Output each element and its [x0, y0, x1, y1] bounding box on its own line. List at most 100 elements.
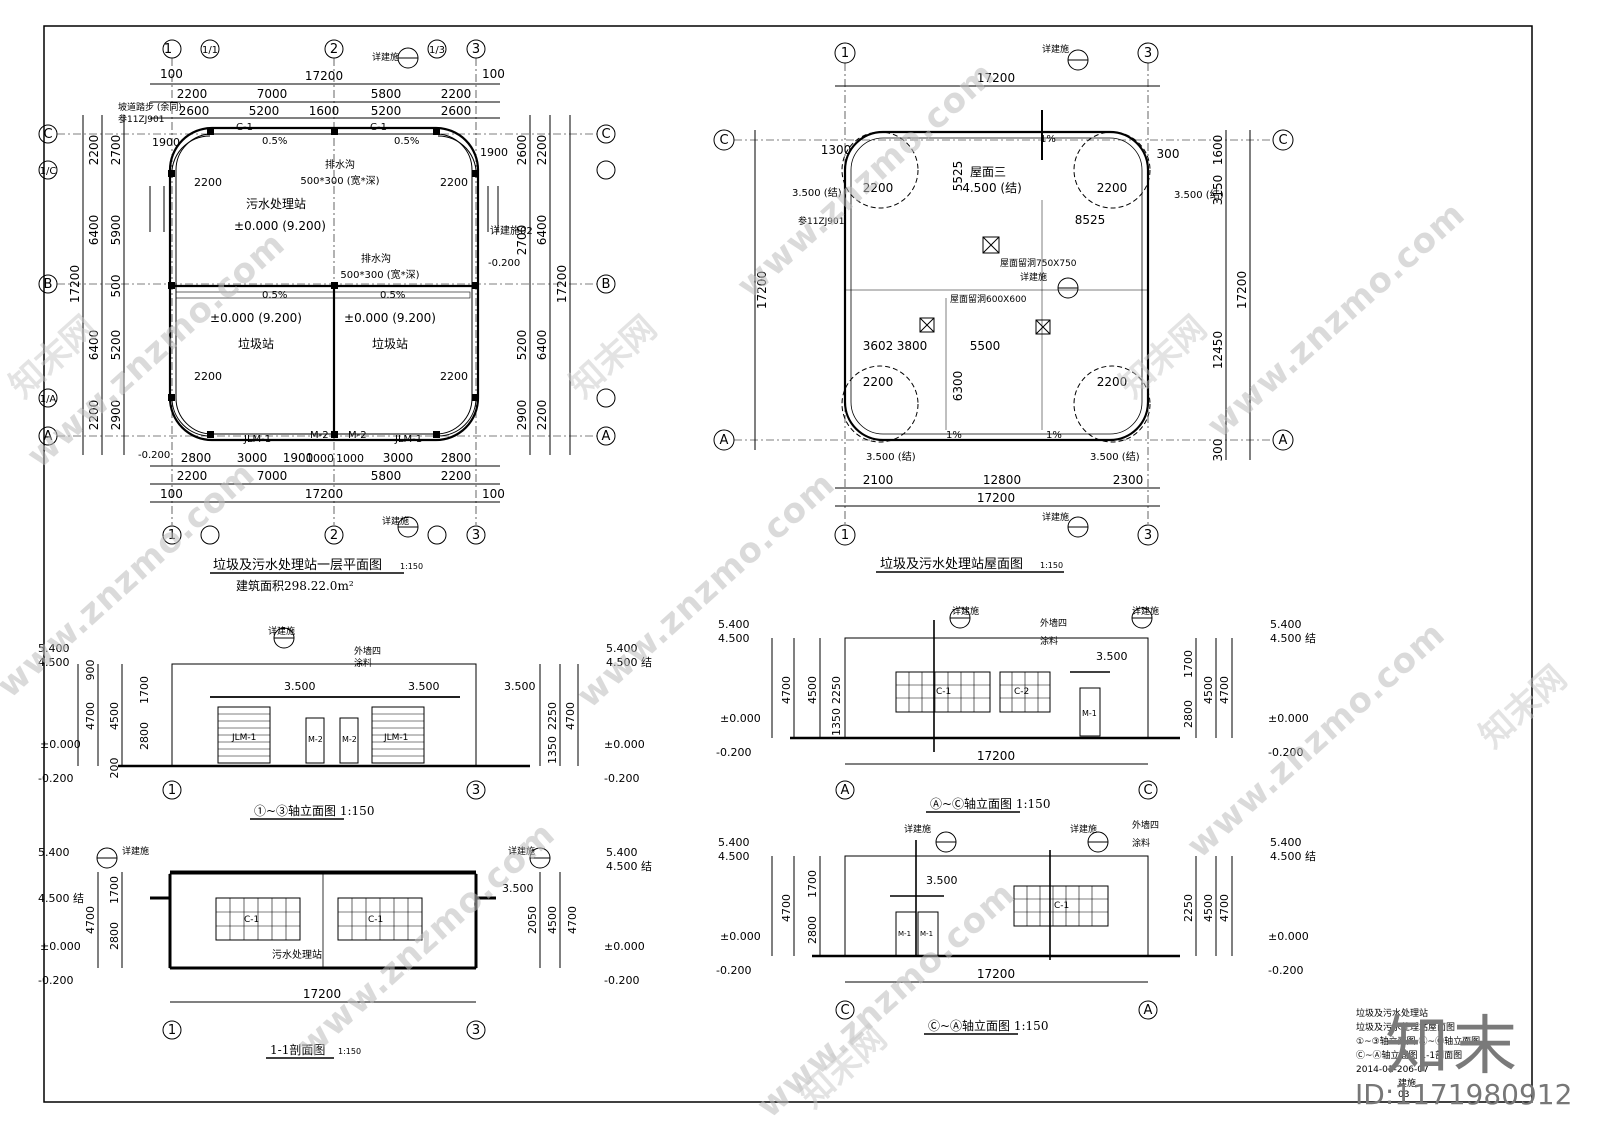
plan-axis-1-bottom: 1	[168, 528, 176, 543]
eac-v2800: 2800	[1182, 700, 1195, 728]
plan-dim-2200-in1: 2200	[194, 176, 222, 189]
plan-room-garbage2: 垃圾站	[372, 336, 408, 351]
plan-axis-top	[162, 39, 486, 545]
plan-dim-100: 100	[160, 67, 183, 81]
plan-axis-B: B	[44, 277, 53, 292]
roof-dim-2100: 2100	[863, 473, 894, 487]
plan-dim-2200: 2200	[177, 87, 208, 101]
plan-dim-1600: 1600	[309, 104, 340, 118]
roof-slope-1: 1%	[1040, 134, 1056, 145]
e13-m2-a: M-2	[308, 735, 323, 744]
plan-dim-1000-b: 1000	[336, 452, 364, 465]
eac-extwall: 外墙四	[1040, 617, 1067, 629]
plan-dim-7000-b: 7000	[257, 469, 288, 483]
eac-level-0-r: ±0.000	[1268, 712, 1309, 725]
eca-level-m02-r: -0.200	[1268, 964, 1303, 977]
roof-dim-5500: 5500	[970, 339, 1001, 353]
roof-dim-17200: 17200	[977, 71, 1015, 85]
roof-dim-3602: 3602	[863, 339, 894, 353]
tb-line4: Ⓒ~Ⓐ轴立面图 1-1剖面图	[1356, 1049, 1462, 1061]
e13-level-5400-r: 5.400	[606, 642, 638, 655]
roof-vdim-3150: 3150	[1211, 175, 1225, 206]
sec-room: 污水处理站	[272, 948, 322, 961]
roof-axis-1-b: 1	[841, 528, 849, 543]
sec-level-0-r: ±0.000	[604, 940, 645, 953]
plan-axis-1-1: 1/1	[202, 45, 218, 56]
plan-axis-A: A	[44, 429, 53, 444]
sec-axis-3: 3	[472, 1023, 480, 1038]
roof-hole-1: 屋面留洞750X750	[1000, 257, 1077, 269]
plan-dim-1900: 1900	[283, 451, 314, 465]
e13-v4500: 4500	[108, 702, 121, 730]
plan-vdim-2700: 2700	[109, 135, 123, 166]
plan-window-c1-b: C-1	[370, 122, 387, 133]
plan-vdim-r-2200b: 2200	[535, 400, 549, 431]
plan-vdim-r-17200: 17200	[555, 265, 569, 303]
roof-level-35-r: 3.500 (结)	[1174, 188, 1224, 201]
plan-level-garbage1: ±0.000 (9.200)	[210, 311, 302, 325]
e13-level-0: ±0.000	[40, 738, 81, 751]
e13-axis-3: 3	[472, 783, 480, 798]
roof-detail-mid: 详建施	[1020, 271, 1047, 283]
e13-level-35-b: 3.500	[408, 680, 440, 693]
e13-level-m02-r: -0.200	[604, 772, 639, 785]
plan-dim-2200-b: 2200	[177, 469, 208, 483]
plan-dim-3000: 3000	[237, 451, 268, 465]
eac-level-4500-r: 4.500 结	[1270, 632, 1316, 645]
plan-dim-1000: 1000	[306, 452, 334, 465]
roof-slope-1c: 1%	[1046, 430, 1062, 441]
title-block: 垃圾及污水处理站 垃圾及污水处理站屋面图 ①~③轴立面图 Ⓐ~Ⓒ轴立面图 Ⓒ~Ⓐ…	[1356, 1007, 1480, 1100]
eca-paint: 涂料	[1132, 837, 1150, 849]
e13-v1700: 1700	[138, 676, 151, 704]
eac-detail-1: 详建施	[952, 605, 979, 617]
eca-level-4500: 4.500	[718, 850, 750, 863]
sec-v4700: 4700	[84, 906, 97, 934]
tb-line3: ①~③轴立面图 Ⓐ~Ⓒ轴立面图	[1356, 1035, 1480, 1047]
roof-dim-1300: 1300	[821, 143, 852, 157]
roof-vdim-12450: 12450	[1211, 331, 1225, 369]
eac-v2250: 2250	[830, 676, 843, 704]
sec-v2800: 2800	[108, 922, 121, 950]
plan-axis-B-right: B	[602, 277, 611, 292]
plan-axis-1-3: 1/3	[429, 45, 445, 56]
floor-plan	[38, 39, 616, 545]
roof-axis-3: 3	[1144, 46, 1152, 61]
sec-window-c1-a: C-1	[244, 915, 259, 925]
eac-level-m02-r: -0.200	[1268, 746, 1303, 759]
roof-vdim-17200-r: 17200	[1235, 271, 1249, 309]
eca-v4700-r: 4700	[1218, 894, 1231, 922]
eac-paint: 涂料	[1040, 635, 1058, 647]
roof-level-roof3: 4.500 (结)	[962, 181, 1022, 195]
roof-text: 1 3 1 3 C A C A 17200 2100 12800 2300 17…	[719, 43, 1287, 572]
e13-v2800: 2800	[138, 722, 151, 750]
eca-level-5400: 5.400	[718, 836, 750, 849]
eac-v4700: 4700	[780, 676, 793, 704]
sec-axis-1: 1	[168, 1023, 176, 1038]
plan-dim-3000-r: 3000	[383, 451, 414, 465]
elevation-1-3	[77, 627, 579, 800]
sec-level-35: 3.500	[502, 882, 534, 895]
plan-dim-7000: 7000	[257, 87, 288, 101]
e13-v200: 200	[108, 758, 121, 779]
tb-sheet-no: 03	[1398, 1090, 1409, 1100]
plan-axis-C-right: C	[601, 127, 610, 142]
sec-level-4500-r: 4.500 结	[606, 860, 652, 873]
plan-dim-2200-in2: 2200	[440, 176, 468, 189]
e13-level-4500: 4.500	[38, 656, 70, 669]
plan-axis-1C: 1/C	[40, 166, 57, 177]
eac-dim-17200: 17200	[977, 749, 1015, 763]
plan-dim-17200: 17200	[305, 69, 343, 83]
eac-v1350: 1350	[830, 708, 843, 736]
plan-vdim-2900: 2900	[109, 400, 123, 431]
plan-dim-100-br: 100	[482, 487, 505, 501]
watermark-logo: 知末	[1385, 1010, 1521, 1084]
plan-level-m02: -0.200	[138, 450, 170, 461]
elevation-C-A	[771, 831, 1233, 1020]
plan-level-m02-r: -0.200	[488, 258, 520, 269]
eac-c2: C-2	[1014, 687, 1029, 697]
plan-vdim-r-2200: 2200	[535, 135, 549, 166]
roof-dim-17200-b: 17200	[977, 491, 1015, 505]
plan-drain-size: 500*300 (宽*深)	[300, 174, 379, 187]
sec-dim-17200: 17200	[303, 987, 341, 1001]
watermark-id: ID:1171980912	[1355, 1078, 1573, 1111]
